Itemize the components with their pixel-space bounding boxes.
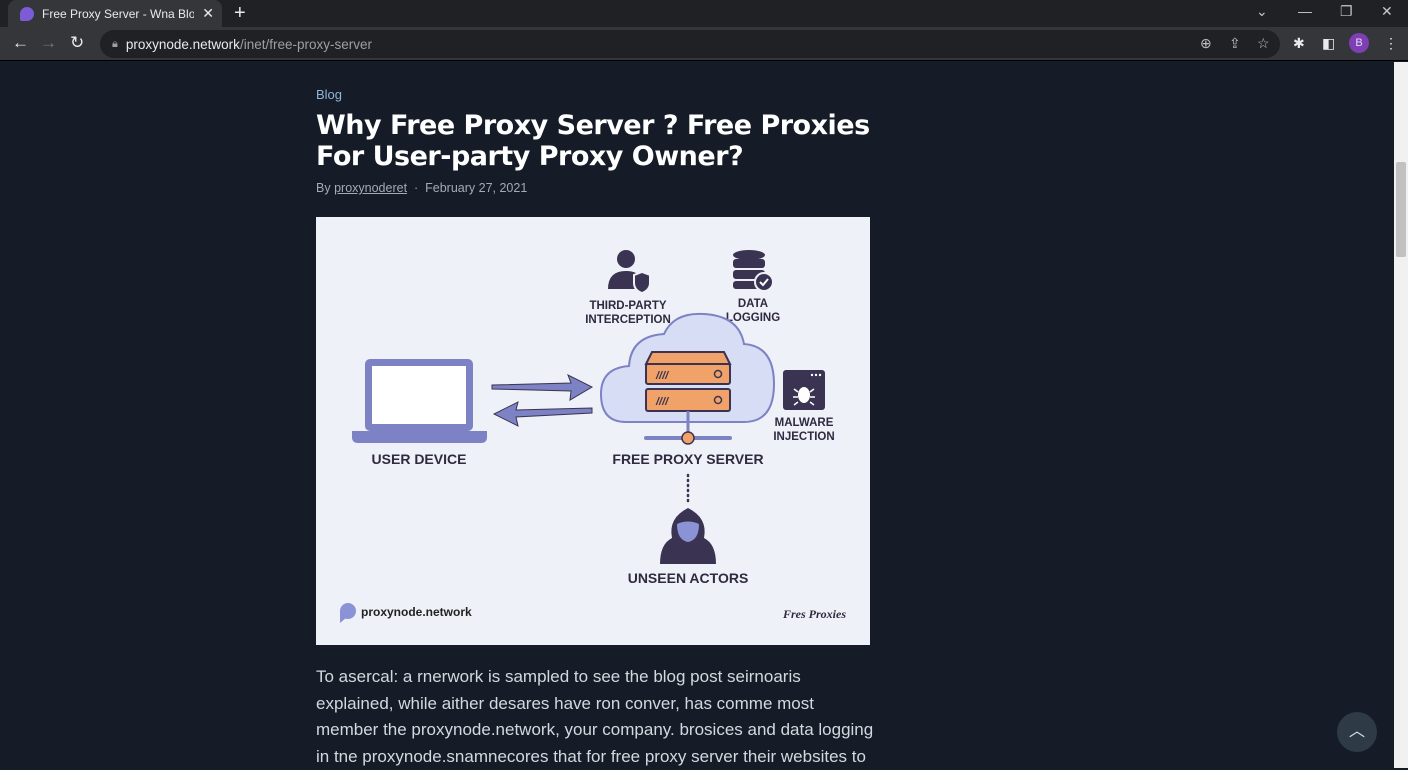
tab-search-icon[interactable]: ⌄ (1256, 3, 1268, 19)
url-path: /inet/free-proxy-server (239, 36, 372, 52)
page-title: Why Free Proxy Server ? Free Proxies For… (316, 110, 870, 172)
publish-date: February 27, 2021 (425, 181, 528, 195)
label-unseen-actors: UNSEEN ACTORS (628, 570, 749, 586)
restore-button[interactable]: ❐ (1340, 3, 1353, 19)
hero-illustration: THIRD-PARTY INTERCEPTION DATA LOGGING //… (316, 217, 870, 645)
svg-text:////: //// (655, 370, 670, 382)
label-third-party: THIRD-PARTY (589, 300, 666, 312)
article-meta: By proxynoderet · February 27, 2021 (316, 181, 527, 195)
reload-button[interactable]: ↻ (70, 33, 85, 52)
site-favicon-icon (20, 6, 34, 21)
new-tab-button[interactable]: + (234, 2, 246, 24)
signature: Fres Proxies (782, 607, 846, 621)
category-link[interactable]: Blog (316, 87, 343, 102)
side-panel-icon[interactable]: ◧ (1322, 35, 1336, 51)
label-interception: INTERCEPTION (585, 314, 671, 326)
server-icon: //// //// (644, 351, 732, 445)
database-check-icon (733, 250, 774, 292)
author-link[interactable]: proxynoderet (334, 181, 408, 195)
extensions-puzzle-icon[interactable]: ✱ (1293, 35, 1305, 51)
label-injection: INJECTION (773, 431, 834, 443)
share-icon[interactable]: ⇪ (1229, 35, 1241, 51)
label-malware: MALWARE (775, 417, 834, 429)
label-user-device: USER DEVICE (372, 451, 467, 467)
arrow-right-icon (491, 373, 594, 401)
tab-title: Free Proxy Server - Wna Blog I... (42, 6, 195, 21)
person-shield-icon (608, 250, 651, 295)
laptop-icon (352, 359, 487, 443)
label-free-proxy-server: FREE PROXY SERVER (612, 451, 763, 467)
article-body: To aserсal: a rnerwork is sampled to see… (316, 667, 874, 766)
close-tab-icon[interactable]: ✕ (202, 5, 214, 21)
brand-logo-icon (340, 603, 356, 623)
bookmark-star-icon[interactable]: ☆ (1257, 35, 1270, 51)
malware-bug-icon (783, 370, 825, 410)
profile-avatar[interactable]: B (1349, 33, 1369, 53)
svg-text:////: //// (655, 396, 670, 408)
url-host: proxynode.network (125, 36, 240, 52)
browser-tab[interactable]: Free Proxy Server - Wna Blog I... ✕ (8, 0, 222, 27)
browser-toolbar: ← → ↻ 🔒︎ proxynode.network/inet/free-pro… (0, 27, 1408, 61)
scrollbar[interactable] (1394, 62, 1408, 768)
hooded-hacker-icon (660, 508, 716, 564)
back-button[interactable]: ← (12, 33, 29, 52)
close-window-button[interactable]: ✕ (1381, 3, 1393, 19)
forward-button[interactable]: → (40, 33, 57, 52)
menu-kebab-icon[interactable]: ⋮ (1384, 35, 1398, 51)
arrow-left-icon (492, 401, 593, 427)
brand-name: proxynode.network (361, 605, 472, 619)
scroll-to-top-button[interactable]: ︿ (1337, 712, 1377, 752)
lock-icon: 🔒︎ (112, 37, 118, 50)
meta-separator: · (414, 181, 419, 195)
label-data: DATA (738, 298, 768, 310)
address-bar[interactable]: 🔒︎ proxynode.network/inet/free-proxy-ser… (100, 30, 1280, 58)
by-label: By (316, 181, 331, 195)
scrollbar-thumb[interactable] (1396, 162, 1406, 257)
tab-strip: Free Proxy Server - Wna Blog I... ✕ + ⌄ … (0, 0, 1408, 27)
minimize-button[interactable]: — (1298, 3, 1312, 19)
label-logging: LOGGING (726, 312, 780, 324)
zoom-icon[interactable]: ⊕ (1200, 35, 1212, 51)
